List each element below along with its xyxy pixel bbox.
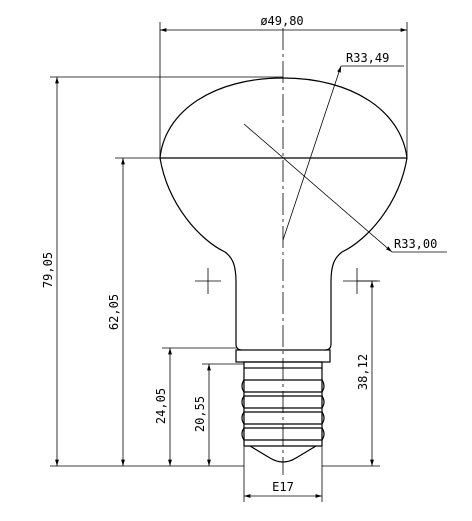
dim-radius-lower: R33,00: [243, 123, 447, 253]
dim-label-radius-lower: R33,00: [394, 237, 437, 251]
dim-thread-height: 20,55: [193, 363, 244, 466]
dim-shoulder-height: 62,05: [107, 157, 160, 466]
dim-radius-upper: R33,49: [282, 51, 404, 241]
dim-total-height: 79,05: [41, 76, 283, 467]
dim-label-base-type: E17: [272, 480, 294, 494]
dim-base-type: E17: [243, 446, 323, 502]
dim-top-diameter: ø49,80: [159, 14, 408, 158]
center-mark-left: [195, 268, 221, 294]
dim-label-center-mark-height: 38,12: [356, 354, 370, 390]
dim-label-shoulder-height: 62,05: [107, 294, 121, 330]
dim-center-mark-height: 38,12: [322, 280, 380, 467]
bulb-outline: [159, 77, 408, 351]
dim-label-total-height: 79,05: [41, 252, 55, 288]
dim-label-thread-height: 20,55: [193, 396, 207, 432]
dim-label-top-diameter: ø49,80: [260, 14, 303, 28]
dim-base-height: 24,05: [154, 347, 236, 466]
dim-label-radius-upper: R33,49: [346, 51, 389, 65]
dim-label-base-height: 24,05: [154, 388, 168, 424]
